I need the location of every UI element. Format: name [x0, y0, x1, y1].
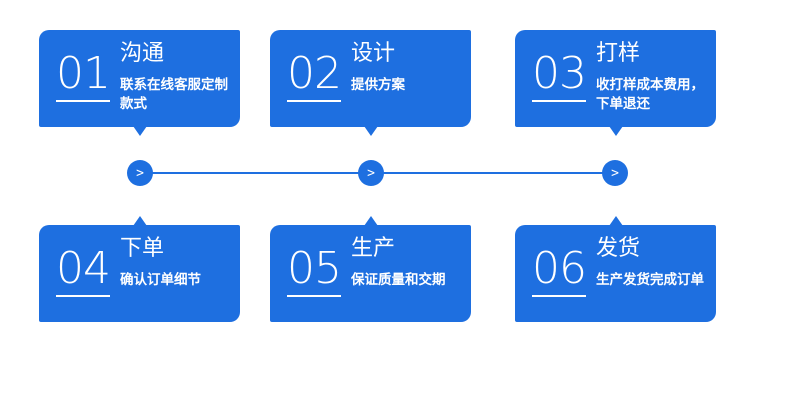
card-pointer [364, 216, 378, 226]
step-card-05: 05 生产 保证质量和交期 [270, 216, 471, 322]
step-card-04: 04 下单 确认订单细节 [39, 216, 240, 322]
step-number: 03 [532, 48, 587, 102]
step-title: 生产 [351, 236, 396, 261]
step-description: 提供方案 [351, 77, 405, 93]
step-card-03: 03 打样 收打样成本费用，下单退还 [515, 30, 716, 136]
timeline-node-3: > [602, 160, 628, 186]
card-pointer [364, 126, 378, 136]
step-number: 04 [56, 243, 111, 297]
step-title: 下单 [120, 236, 165, 261]
card-pointer [609, 216, 623, 226]
step-description: 保证质量和交期 [351, 272, 446, 288]
step-number: 06 [532, 243, 587, 297]
card-pointer [133, 216, 147, 226]
step-card-06: 06 发货 生产发货完成订单 [515, 216, 716, 322]
step-title: 打样 [596, 41, 641, 66]
card-pointer [133, 126, 147, 136]
step-title: 发货 [596, 236, 641, 261]
step-number: 05 [287, 243, 342, 297]
chevron-right-icon: > [367, 165, 375, 181]
step-number: 02 [287, 48, 342, 102]
step-number: 01 [56, 48, 111, 102]
step-title: 设计 [351, 41, 396, 66]
step-card-02: 02 设计 提供方案 [270, 30, 471, 136]
step-description: 联系在线客服定制款式 [120, 77, 228, 112]
step-description: 收打样成本费用，下单退还 [596, 77, 704, 112]
step-card-01: 01 沟通 联系在线客服定制款式 [39, 30, 240, 136]
chevron-right-icon: > [136, 165, 144, 181]
timeline-node-2: > [358, 160, 384, 186]
step-title: 沟通 [120, 41, 165, 66]
step-description: 确认订单细节 [120, 272, 201, 288]
timeline-node-1: > [127, 160, 153, 186]
card-pointer [609, 126, 623, 136]
chevron-right-icon: > [611, 165, 619, 181]
step-description: 生产发货完成订单 [596, 272, 704, 288]
